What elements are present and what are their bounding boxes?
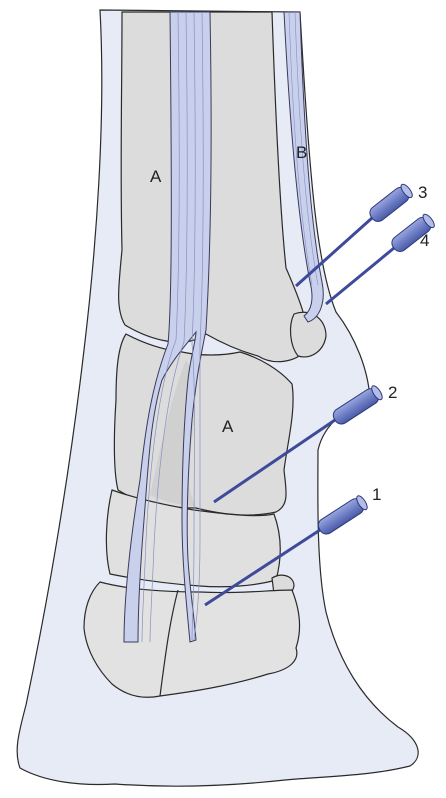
- label-needle-4: 4: [420, 231, 429, 250]
- label-tendon-a-upper: A: [150, 167, 162, 186]
- label-needle-2: 2: [388, 383, 397, 402]
- label-needle-1: 1: [372, 485, 381, 504]
- label-tendon-a-lower: A: [222, 417, 234, 436]
- label-needle-3: 3: [418, 183, 427, 202]
- needle-4: [326, 212, 436, 304]
- label-tendon-b: B: [296, 143, 307, 162]
